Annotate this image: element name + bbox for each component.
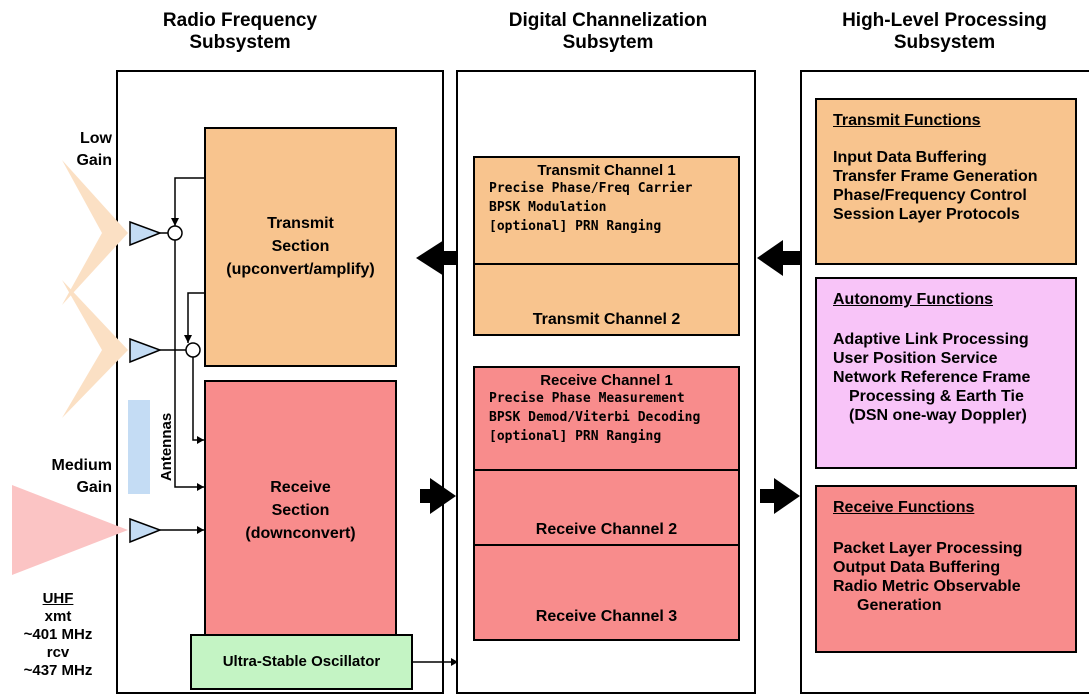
medium-gain-beam (12, 485, 128, 575)
transmit-section-line3: (upconvert/amplify) (226, 261, 375, 278)
hl-header: High-Level Processing Subsystem (800, 10, 1089, 54)
antenna-3-icon (129, 517, 163, 544)
receive-section-line3: (downconvert) (245, 525, 356, 542)
rf-header-line1: Radio Frequency (162, 10, 318, 31)
medium-gain-label-line2: Gain (76, 479, 112, 496)
tx-channel-1-title: Transmit Channel 1 (537, 162, 676, 179)
dc-header-line2: Subsytem (562, 32, 654, 53)
arrow-dc-to-hl-icon (774, 478, 800, 514)
transmit-section-line1: Transmit (267, 215, 334, 232)
autonomy-functions-title: Autonomy Functions (833, 291, 993, 308)
antenna-2-icon (129, 337, 163, 364)
low-gain-label: Low Gain (60, 128, 112, 172)
transmit-function-item: Phase/Frequency Control (833, 187, 1027, 204)
dc-header-line1: Digital Channelization (508, 10, 708, 31)
rx-channel-1-title: Receive Channel 1 (540, 372, 673, 389)
rf-header: Radio Frequency Subsystem (120, 10, 360, 54)
uhf-rcv: rcv (46, 644, 70, 661)
transmit-function-item: Transfer Frame Generation (833, 168, 1038, 185)
low-gain-beam-lower (62, 280, 128, 418)
rx-channel-2-title: Receive Channel 2 (535, 521, 678, 538)
autonomy-function-item: User Position Service (833, 350, 998, 367)
antennas-label: Antennas (158, 412, 175, 482)
receive-function-item: Radio Metric Observable (833, 578, 1021, 595)
hl-header-line1: High-Level Processing (842, 10, 1047, 31)
autonomy-function-item: Network Reference Frame (833, 369, 1031, 386)
arrow-dc-to-rf-icon (416, 240, 444, 276)
receive-functions-box: Receive Functions Packet Layer Processin… (815, 485, 1077, 653)
low-gain-beam-upper (62, 160, 128, 305)
rx-channel-1-line3: [optional] PRN Ranging (489, 429, 662, 444)
autonomy-function-item: Adaptive Link Processing (833, 331, 1029, 348)
oscillator-box: Ultra-Stable Oscillator (190, 634, 413, 690)
autonomy-function-item: Processing & Earth Tie (849, 388, 1024, 405)
transmit-function-item: Session Layer Protocols (833, 206, 1020, 223)
arrow-rf-to-dc-icon (430, 478, 456, 514)
tx-channel-1-line3: [optional] PRN Ranging (489, 219, 662, 234)
receive-section-line2: Section (271, 502, 330, 519)
tx-channel-1-line2: BPSK Modulation (489, 200, 607, 215)
medium-gain-label: Medium Gain (30, 455, 112, 499)
transmit-function-item: Input Data Buffering (833, 149, 987, 166)
autonomy-function-item: (DSN one-way Doppler) (849, 407, 1027, 424)
circulator-2-icon (185, 342, 201, 358)
transmit-channels-box: Transmit Channel 1 Precise Phase/Freq Ca… (473, 156, 740, 336)
transmit-functions-title: Transmit Functions (833, 112, 981, 129)
tx-channel-divider (475, 263, 738, 265)
hl-header-line2: Subsystem (893, 32, 996, 53)
receive-channels-box: Receive Channel 1 Precise Phase Measurem… (473, 366, 740, 641)
rx-channel-3-title: Receive Channel 3 (535, 608, 678, 625)
tx-channel-2-title: Transmit Channel 2 (532, 311, 681, 328)
transmit-section-line2: Section (271, 238, 330, 255)
rf-header-line2: Subsystem (189, 32, 291, 53)
rx-channel-divider-2 (475, 544, 738, 546)
dc-header: Digital Channelization Subsytem (458, 10, 758, 54)
antenna-1-icon (129, 220, 163, 247)
circulator-1-icon (167, 225, 183, 241)
receive-section-line1: Receive (270, 479, 331, 496)
medium-gain-label-line1: Medium (51, 457, 112, 474)
uhf-xmt-freq: ~401 MHz (23, 626, 93, 643)
low-gain-label-line2: Gain (76, 152, 112, 169)
receive-function-item: Output Data Buffering (833, 559, 1001, 576)
uhf-title: UHF (42, 590, 74, 607)
receive-functions-title: Receive Functions (833, 499, 975, 516)
autonomy-functions-box: Autonomy Functions Adaptive Link Process… (815, 277, 1077, 469)
tx-channel-1-line1: Precise Phase/Freq Carrier (489, 181, 693, 196)
antennas-bar (128, 400, 150, 494)
uhf-rcv-freq: ~437 MHz (23, 662, 93, 679)
transmit-section-box: Transmit Section (upconvert/amplify) (204, 127, 397, 367)
arrow-hl-to-dc-icon (757, 240, 783, 276)
receive-function-item: Packet Layer Processing (833, 540, 1023, 557)
transmit-functions-box: Transmit Functions Input Data Buffering … (815, 98, 1077, 265)
receive-function-item: Generation (857, 597, 942, 614)
uhf-label-block: UHF xmt ~401 MHz rcv ~437 MHz (8, 590, 108, 680)
receive-section-box: Receive Section (downconvert) (204, 380, 397, 636)
uhf-xmt: xmt (44, 608, 72, 625)
low-gain-label-line1: Low (80, 130, 112, 147)
rx-channel-1-line2: BPSK Demod/Viterbi Decoding (489, 410, 701, 425)
rx-channel-divider-1 (475, 469, 738, 471)
rx-channel-1-line1: Precise Phase Measurement (489, 391, 685, 406)
